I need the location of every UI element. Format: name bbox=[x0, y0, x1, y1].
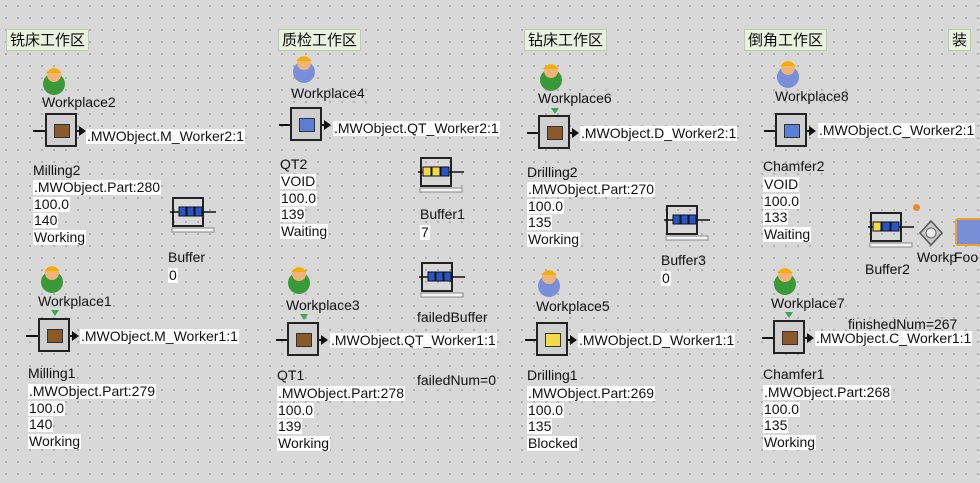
milling-machine-2[interactable] bbox=[45, 113, 77, 147]
workplace-label: Workplace8 bbox=[775, 88, 849, 104]
workplace-label: Workplace3 bbox=[286, 297, 360, 313]
zone-label-assembly: 装 bbox=[948, 29, 972, 51]
station-value: 100.0 bbox=[33, 196, 71, 212]
station-count: 139 bbox=[280, 206, 306, 222]
worker-reference: .MWObject.M_Worker2:1 bbox=[86, 128, 245, 144]
station-count: 140 bbox=[28, 416, 54, 432]
station-value: 100.0 bbox=[28, 400, 66, 416]
workplace-label: Workplace7 bbox=[771, 295, 845, 311]
buffer-name: failedBuffer bbox=[417, 309, 488, 325]
station-value: 100.0 bbox=[763, 401, 801, 417]
station-status: Working bbox=[527, 231, 581, 247]
station-name: Chamfer2 bbox=[763, 158, 825, 174]
worker-person-icon[interactable] bbox=[771, 264, 799, 296]
worker-reference: .MWObject.QT_Worker1:1 bbox=[330, 332, 497, 348]
station-status: Waiting bbox=[763, 226, 812, 242]
workplace-label: Workp bbox=[917, 249, 958, 265]
worker-person-icon[interactable] bbox=[38, 262, 66, 294]
worker-person-icon[interactable] bbox=[535, 266, 563, 298]
station-name: Drilling2 bbox=[527, 164, 578, 180]
finished-num-label: finishedNum=267 bbox=[848, 316, 958, 332]
workplace-label: Workplace5 bbox=[536, 298, 610, 314]
worker-reference: .MWObject.D_Worker1:1 bbox=[578, 332, 736, 348]
worker-person-icon[interactable] bbox=[285, 263, 313, 295]
station-value: 100.0 bbox=[527, 402, 565, 418]
workplace-label: Workplace2 bbox=[42, 94, 116, 110]
qt-machine-1[interactable] bbox=[287, 322, 319, 356]
station-part: .MWObject.Part:279 bbox=[28, 383, 157, 399]
buffer-name: Buffer2 bbox=[865, 261, 910, 277]
station-status: Working bbox=[28, 433, 82, 449]
worker-reference: .MWObject.D_Worker2:1 bbox=[580, 125, 738, 141]
station-part: .MWObject.Part:270 bbox=[527, 181, 656, 197]
failed-num-label: failedNum=0 bbox=[417, 372, 496, 388]
station-status: Working bbox=[33, 229, 87, 245]
station-part: .MWObject.Part:280 bbox=[33, 179, 162, 195]
workplace-label: Workplace4 bbox=[291, 85, 365, 101]
drilling-machine-1[interactable] bbox=[536, 322, 568, 356]
station-part: .MWObject.Part:269 bbox=[527, 385, 656, 401]
station-value: 100.0 bbox=[280, 190, 318, 206]
chamfer-machine-1[interactable] bbox=[773, 320, 805, 354]
station-status: Working bbox=[277, 435, 331, 451]
station-count: 139 bbox=[277, 418, 303, 434]
buffer-count: 0 bbox=[661, 270, 671, 286]
buffer-name: Buffer bbox=[168, 249, 206, 265]
chamfer-machine-2[interactable] bbox=[775, 113, 807, 147]
station-name: QT1 bbox=[277, 367, 305, 383]
station-part: .MWObject.Part:278 bbox=[277, 385, 406, 401]
station-value: 100.0 bbox=[277, 402, 315, 418]
station-status: Blocked bbox=[527, 435, 579, 451]
zone-label-chamfer: 倒角工作区 bbox=[744, 29, 828, 51]
buffer-icon[interactable] bbox=[418, 157, 464, 193]
buffer-count: 7 bbox=[420, 224, 430, 240]
worker-person-icon[interactable] bbox=[290, 52, 318, 84]
milling-machine-1[interactable] bbox=[38, 318, 70, 352]
station-status: Waiting bbox=[280, 223, 329, 239]
buffer-icon[interactable] bbox=[170, 197, 216, 233]
zone-label-drilling: 钻床工作区 bbox=[524, 29, 608, 51]
station-status: Working bbox=[763, 434, 817, 450]
worker-person-icon[interactable] bbox=[40, 64, 68, 96]
buffer-name: Buffer1 bbox=[420, 206, 465, 222]
worker-reference: .MWObject.C_Worker1:1 bbox=[815, 330, 973, 346]
station-count: 133 bbox=[763, 209, 789, 225]
workplace-label: Workplace1 bbox=[38, 293, 112, 309]
worker-reference: .MWObject.QT_Worker2:1 bbox=[333, 120, 500, 136]
station-count: 135 bbox=[763, 417, 789, 433]
station-name: Drilling1 bbox=[527, 367, 578, 383]
station-count: 140 bbox=[33, 212, 59, 228]
failed-buffer-icon[interactable] bbox=[419, 262, 465, 298]
buffer-icon[interactable] bbox=[868, 212, 914, 248]
worker-person-icon[interactable] bbox=[537, 60, 565, 92]
station-name: Milling2 bbox=[33, 162, 81, 178]
buffer-name: Buffer3 bbox=[661, 252, 706, 268]
station-count: 135 bbox=[527, 418, 553, 434]
station-part: .MWObject.Part:268 bbox=[763, 384, 892, 400]
worker-person-icon[interactable] bbox=[774, 57, 802, 89]
workplace-label: Workplace6 bbox=[538, 90, 612, 106]
drilling-machine-2[interactable] bbox=[538, 115, 570, 149]
zone-label-milling: 铣床工作区 bbox=[6, 29, 90, 51]
worker-reference: .MWObject.M_Worker1:1 bbox=[80, 328, 239, 344]
assembly-station-icon[interactable] bbox=[916, 216, 946, 250]
zone-label-quality: 质检工作区 bbox=[278, 29, 362, 51]
station-part: VOID bbox=[280, 173, 317, 189]
station-name: QT2 bbox=[280, 156, 308, 172]
buffer-icon[interactable] bbox=[664, 205, 710, 241]
station-name: Milling1 bbox=[28, 365, 76, 381]
station-value: 100.0 bbox=[527, 198, 565, 214]
station-name: Chamfer1 bbox=[763, 366, 825, 382]
buffer-count: 0 bbox=[168, 267, 178, 283]
station-part: VOID bbox=[763, 176, 800, 192]
station-count: 135 bbox=[527, 214, 553, 230]
food-station-label: Foo bbox=[954, 249, 979, 265]
station-value: 100.0 bbox=[763, 193, 801, 209]
food-station-icon[interactable] bbox=[955, 218, 980, 246]
worker-reference: .MWObject.C_Worker2:1 bbox=[818, 122, 976, 138]
qt-machine-2[interactable] bbox=[290, 107, 322, 141]
